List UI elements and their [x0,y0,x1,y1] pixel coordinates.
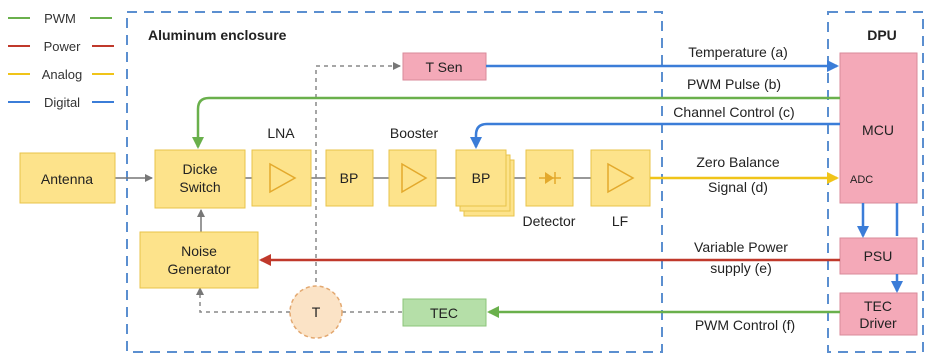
temperature-signal: Temperature (a) [486,44,839,72]
channel-control-signal: Channel Control (c) [470,104,840,149]
tec-block: TEC [402,298,487,327]
variable-power-label-line2: supply (e) [710,260,771,276]
amplifier-icon [401,162,428,194]
antenna-label: Antenna [41,171,93,187]
mcu-block: MCU ADC [839,52,918,204]
lna-block [251,149,312,207]
detector-label: Detector [523,213,576,229]
legend: PWM Power Analog Digital [8,11,114,110]
zero-balance-label-line2: Signal (d) [708,179,768,195]
detector-block [525,149,574,207]
lna-label: LNA [267,125,295,141]
pwm-pulse-label: PWM Pulse (b) [687,76,781,92]
lf-block [590,149,651,207]
noise-generator-label-line2: Generator [167,261,230,277]
tec-driver-label-line2: Driver [859,315,897,331]
diode-icon [539,172,561,184]
amplifier-icon [269,162,297,194]
antenna-block: Antenna [19,152,116,204]
dicke-switch-label-line2: Switch [179,179,220,195]
legend-label-pwm: PWM [44,11,76,26]
adc-label: ADC [850,174,873,186]
mcu-label: MCU [862,122,894,138]
bp1-label: BP [340,170,359,186]
booster-label: Booster [390,125,439,141]
booster-block [388,149,437,207]
legend-label-digital: Digital [44,95,80,110]
legend-label-power: Power [44,39,82,54]
variable-power-label-line1: Variable Power [694,239,788,255]
lf-label: LF [612,213,628,229]
thermal-dashed-links [196,62,402,313]
signal-chain-wires [115,174,591,232]
aluminum-enclosure-border [126,11,663,353]
tec-driver-label-line1: TEC [864,298,892,314]
noise-generator-block: Noise Generator [139,231,259,289]
amplifier-icon [607,162,635,194]
bp2-label: BP [472,170,491,186]
enclosure-title: Aluminum enclosure [148,27,287,43]
t-sen-block: T Sen [402,52,487,81]
pwm-control-signal: PWM Control (f) [487,306,840,333]
bp-filter-block-1: BP [325,149,374,207]
variable-power-signal: Variable Power supply (e) [259,239,840,276]
bp-filter-bank-block: BP [455,149,515,217]
zero-balance-label-line1: Zero Balance [696,154,779,170]
t-sen-label: T Sen [425,59,462,75]
t-node-label: T [312,304,321,320]
legend-label-analog: Analog [42,67,82,82]
dicke-switch-label-line1: Dicke [182,161,217,177]
channel-control-label: Channel Control (c) [673,104,794,120]
noise-generator-label-line1: Noise [181,243,217,259]
zero-balance-signal: Zero Balance Signal (d) [650,154,839,195]
dicke-switch-block: Dicke Switch [154,149,246,209]
psu-label: PSU [864,248,893,264]
tec-driver-block: TEC Driver [839,292,918,336]
tec-label: TEC [430,305,458,321]
temperature-label: Temperature (a) [688,44,788,60]
psu-block: PSU [839,237,918,275]
temperature-node: T [289,285,343,339]
dpu-title: DPU [867,27,897,43]
pwm-control-label: PWM Control (f) [695,317,795,333]
pwm-pulse-signal: PWM Pulse (b) [192,76,840,149]
